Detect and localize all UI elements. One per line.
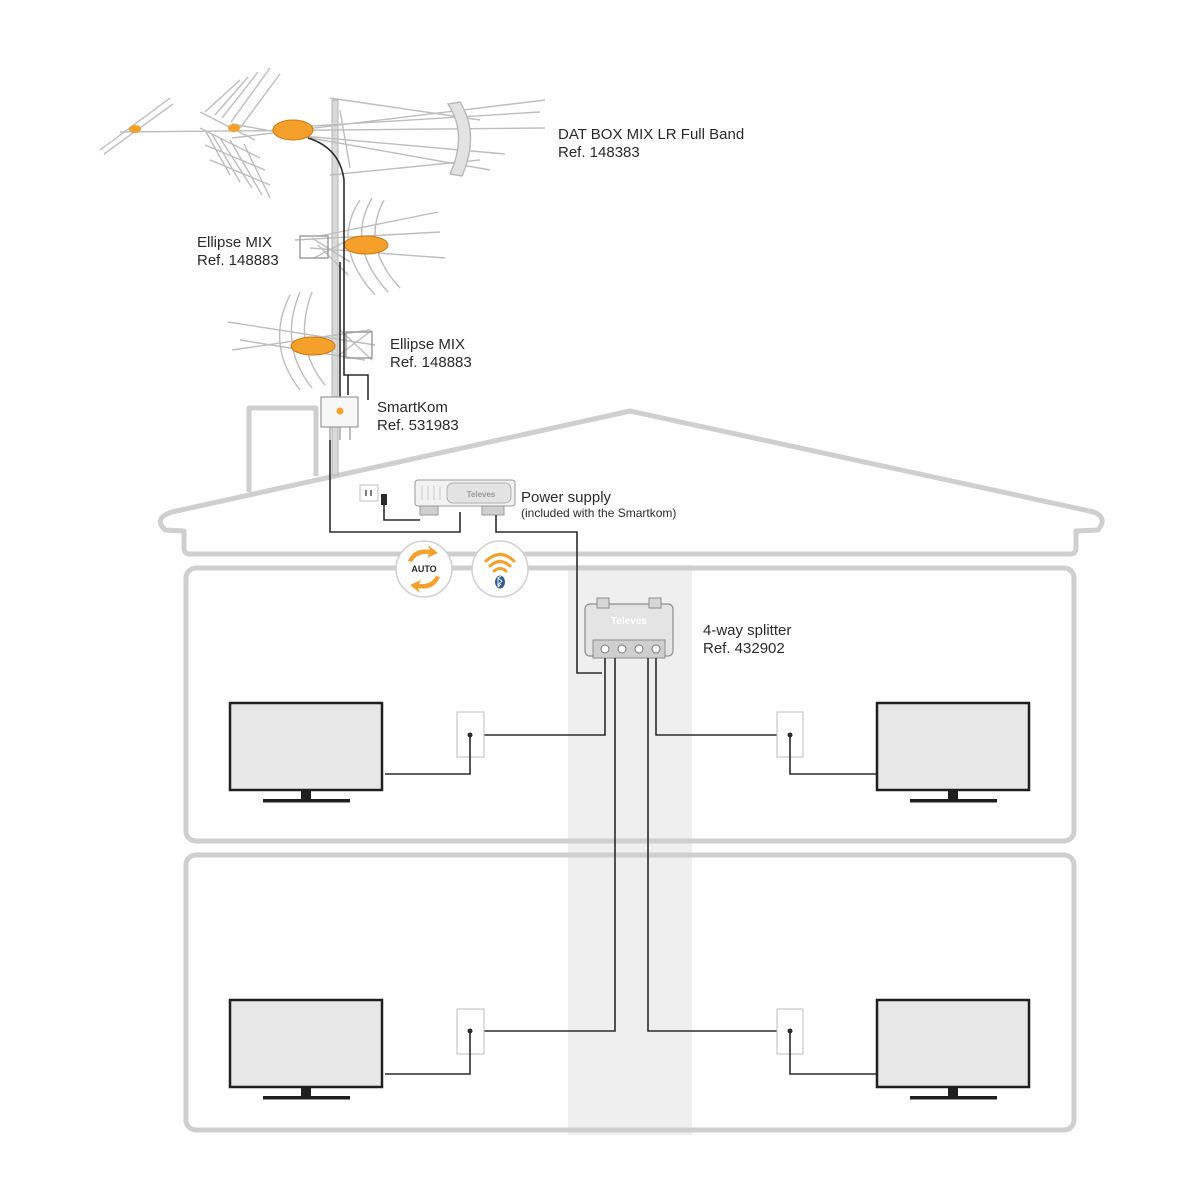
dat-box-label: DAT BOX MIX LR Full Band (558, 126, 744, 143)
ellipse-lower-label: Ellipse MIX (390, 336, 465, 353)
smartkom-label: SmartKom (377, 399, 448, 416)
power-supply-note: (included with the Smartkom) (521, 506, 676, 520)
tv-upper-right (875, 701, 1031, 803)
mast (331, 99, 339, 476)
roof (157, 408, 1105, 557)
floor-lower (183, 852, 1077, 1133)
four-way-splitter (584, 597, 674, 659)
smartkom-unit (320, 396, 359, 440)
chimney (246, 405, 319, 492)
auto-sync-icon (408, 545, 440, 593)
splitter-ref: Ref. 432902 (703, 640, 785, 657)
floor-upper (183, 565, 1077, 844)
auto-badge-text: AUTO (411, 564, 436, 574)
antenna-down-cables (307, 137, 369, 400)
auto-badge (395, 540, 453, 598)
power-supply-brand: Televes (467, 490, 496, 499)
house-outline (157, 405, 1105, 1133)
ellipse-mix-upper-antenna (294, 197, 446, 296)
tv-upper-left (228, 701, 384, 803)
tv-lower-right (875, 998, 1031, 1100)
ellipse-upper-ref: Ref. 148883 (197, 252, 279, 269)
wall-outlet-icon (359, 484, 420, 521)
splitter-output-cables (484, 658, 790, 1032)
splitter-brand: Televes (611, 616, 647, 627)
trunk-cables (329, 440, 602, 674)
dat-box-antenna (99, 67, 546, 199)
ellipse-lower-ref: Ref. 148883 (390, 354, 472, 371)
wifi-bluetooth-badge (471, 540, 529, 598)
dat-box-ref: Ref. 148383 (558, 144, 640, 161)
tv-cables (385, 735, 876, 1075)
wifi-bluetooth-icon (484, 553, 516, 589)
smartkom-ref: Ref. 531983 (377, 417, 459, 434)
splitter-label: 4-way splitter (703, 622, 791, 639)
power-supply-label: Power supply (521, 489, 612, 506)
riser-band (568, 565, 692, 1135)
tv-lower-left (228, 998, 384, 1100)
ellipse-upper-label: Ellipse MIX (197, 234, 272, 251)
power-supply-unit (414, 479, 516, 516)
